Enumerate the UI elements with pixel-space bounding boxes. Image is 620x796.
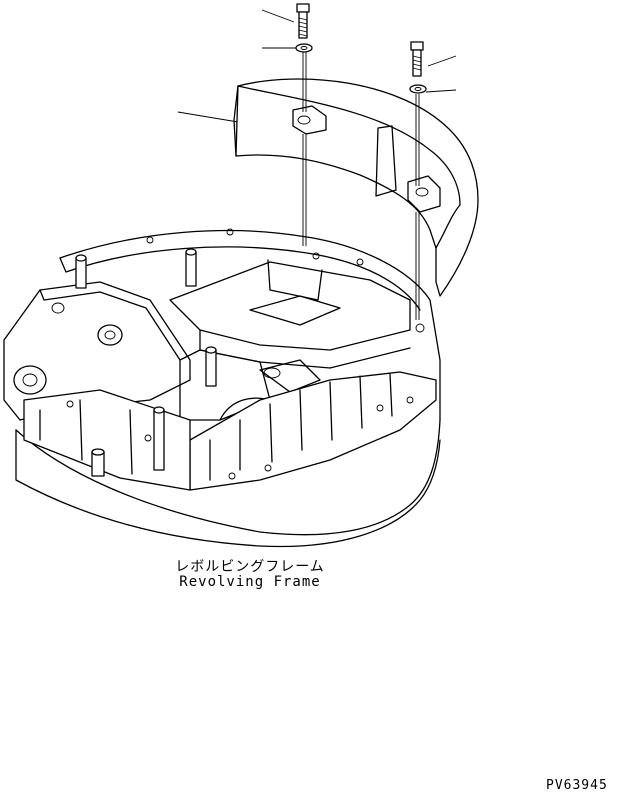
counterweight-icon [233,78,479,297]
figure-number: PV63945 [546,778,608,793]
washer-icon [409,84,427,94]
frame-caption-japanese: レボルビングフレーム [175,559,325,575]
revolving-frame-icon [3,228,441,548]
bolt-icon [296,3,310,39]
frame-caption-english: Revolving Frame [179,574,321,590]
bolt-icon [410,41,424,77]
axis-lines [302,52,420,320]
leader-lines [177,9,457,123]
washer-icon [295,43,313,53]
